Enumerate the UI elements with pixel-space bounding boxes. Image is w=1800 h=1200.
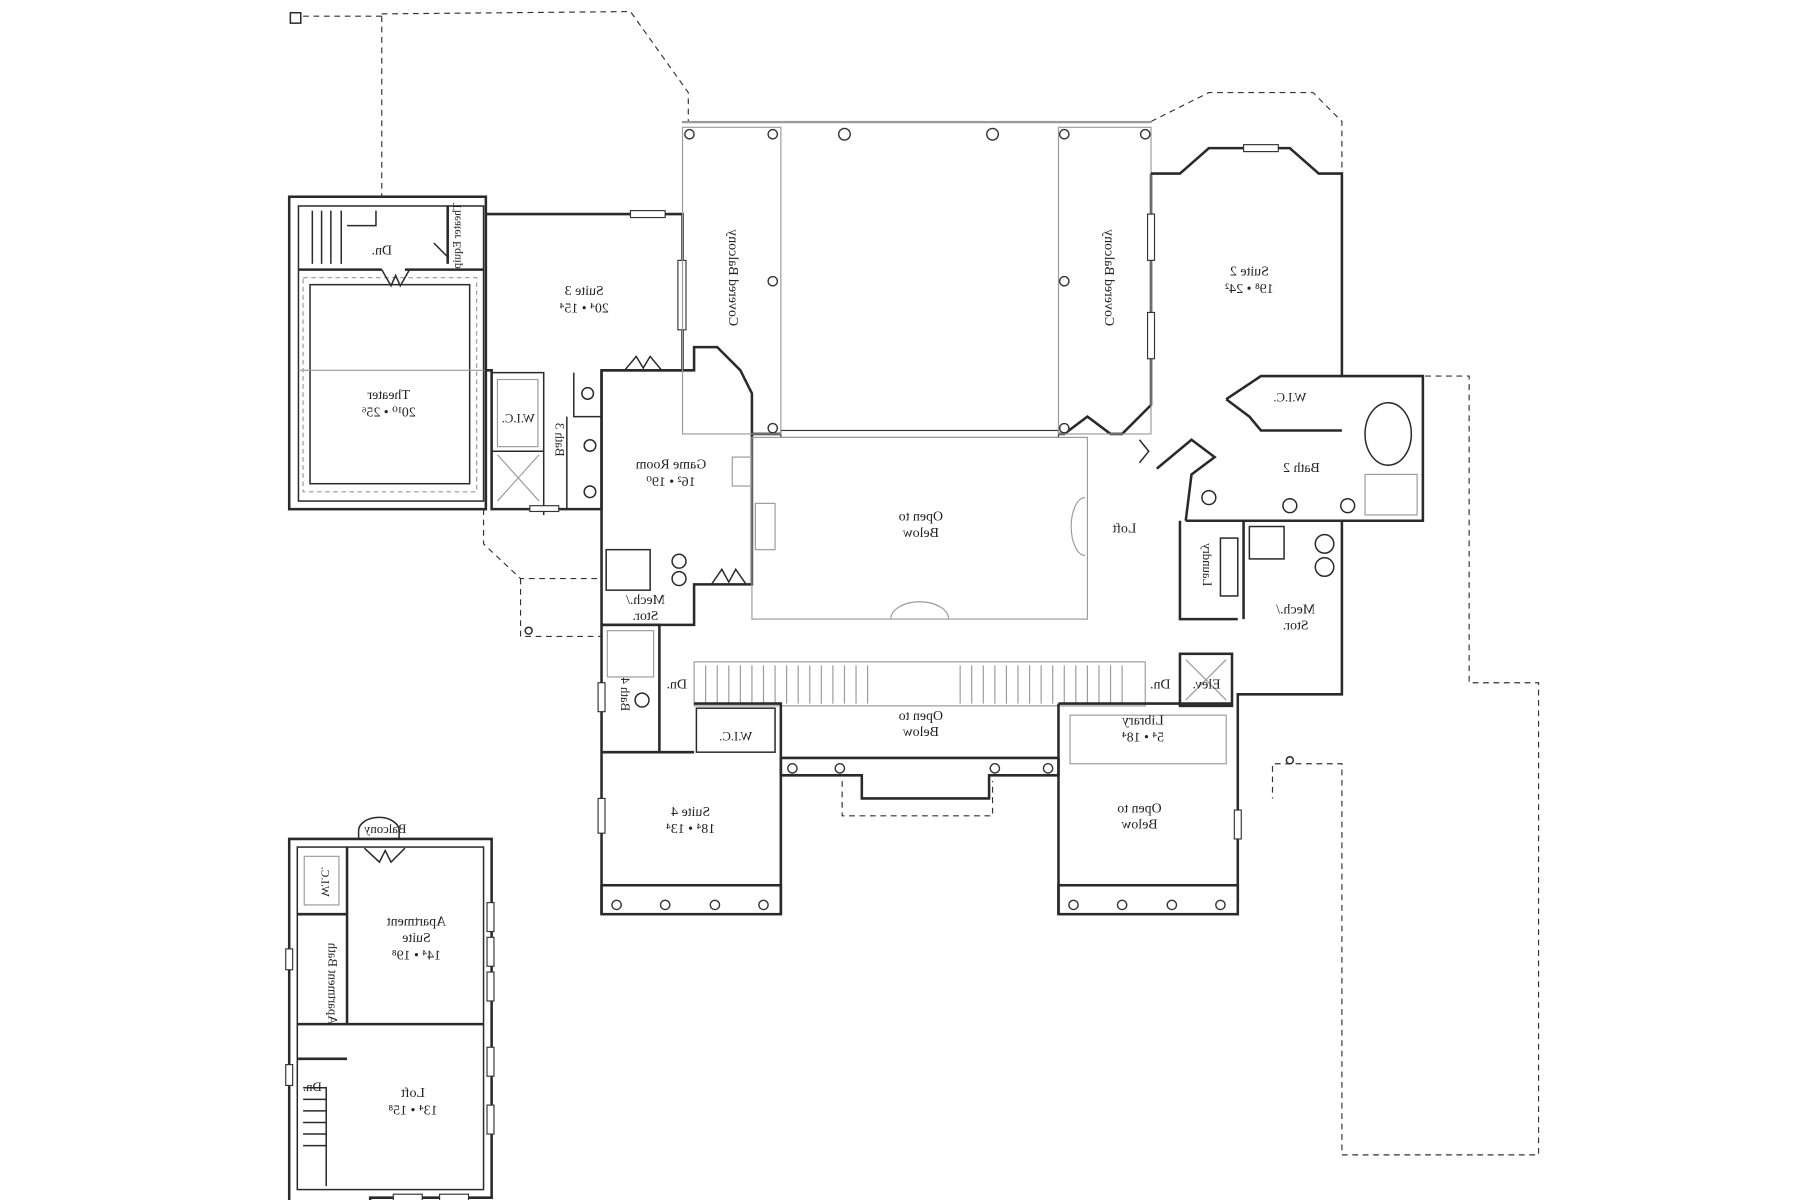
wic2-label: W.I.C.	[1273, 391, 1306, 405]
theater-dims: 20¹⁰ • 25⁶	[361, 406, 415, 421]
bath4-label: Bath 4	[618, 677, 632, 711]
room-labels: Theater 20¹⁰ • 25⁶ Theater Equip. Dn. Sui…	[303, 203, 1320, 1118]
open-below-right-label2: Below	[1121, 818, 1157, 833]
game-room-label: Game Room	[635, 458, 706, 473]
apt-balcony-label: Balcony	[363, 822, 406, 836]
suite4-label: Suite 4	[671, 805, 710, 820]
apt-suite-label: Apartment	[387, 915, 446, 930]
open-below-right-label: Open to	[1117, 801, 1161, 816]
apt-suite-dims: 14⁴ • 19⁸	[392, 948, 441, 963]
apt-bath-label: Apartment Bath	[326, 942, 340, 1024]
mech-left-label2: Stor.	[633, 609, 659, 624]
roof-outline	[289, 10, 1540, 1156]
apt-loft-dims: 13⁴ • 15⁸	[388, 1103, 437, 1118]
suite2-dims: 19⁸ • 24²	[1225, 282, 1274, 297]
laundry-label: Laundry	[1200, 543, 1214, 587]
covered-balcony-right-label: Covered Balcony	[1101, 229, 1116, 326]
theater-label: Theater	[367, 388, 410, 403]
open-below-stair-label2: Below	[903, 725, 939, 740]
elev-label: Elev.	[1193, 678, 1221, 693]
theater-stair-label: Dn.	[372, 244, 392, 259]
open-below-center-label: Open to	[899, 510, 943, 525]
game-room-dims: 16² • 19⁰	[646, 475, 696, 490]
library-label: Library	[1122, 713, 1164, 728]
bath2-label: Bath 2	[1283, 461, 1320, 476]
stair-right-label: Dn.	[1150, 678, 1170, 693]
theater-block	[287, 195, 488, 511]
apartment-block	[285, 816, 495, 1200]
covered-balcony-left-label: Covered Balcony	[725, 229, 740, 326]
stair-block	[597, 623, 1242, 916]
suite4-dims: 18⁴ • 13⁴	[666, 822, 715, 837]
apt-wic-label: W.I.C.	[319, 867, 332, 897]
loft-label: Loft	[1112, 521, 1136, 536]
open-below-center-label2: Below	[903, 526, 939, 541]
suite2-block	[1138, 144, 1425, 903]
apt-stair-label: Dn.	[303, 1080, 322, 1094]
apt-suite-label2: Suite	[402, 931, 431, 946]
library-dims: 5⁴ • 18⁴	[1122, 731, 1164, 746]
mech-right-label: Mech./	[1276, 602, 1315, 617]
bath3-label: Bath 3	[552, 423, 566, 457]
theater-equip-label: Theater Equip.	[450, 203, 463, 272]
suite3-label: Suite 3	[565, 284, 604, 299]
suite3-dims: 20⁴ • 15⁴	[559, 301, 608, 316]
mech-right-label2: Stor.	[1283, 619, 1309, 634]
mech-left-label: Mech./	[626, 593, 665, 608]
center-block	[600, 120, 1153, 915]
wic3-label: W.I.C.	[502, 411, 535, 425]
suite2-label: Suite 2	[1230, 264, 1269, 279]
stair-left-label: Dn.	[667, 678, 687, 693]
wic4-label: W.I.C.	[719, 730, 752, 744]
apt-loft-label: Loft	[401, 1086, 425, 1101]
open-below-stair-label: Open to	[899, 709, 943, 724]
